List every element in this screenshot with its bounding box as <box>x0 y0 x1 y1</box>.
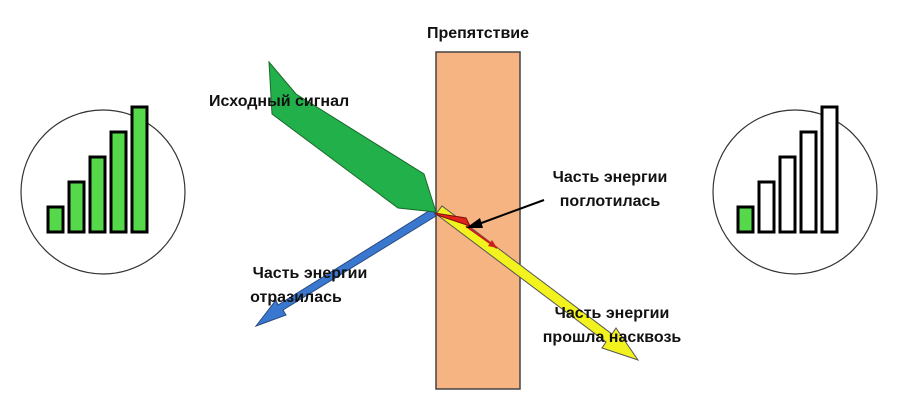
transmitted-label-line-2: прошла насквозь <box>543 329 682 346</box>
obstacle-label: Препятствие <box>427 25 529 42</box>
incoming-label: Исходный сигнал <box>209 93 349 110</box>
signal-before-bar <box>130 105 149 234</box>
signal-before-bar <box>109 130 128 234</box>
absorbed-trail-head <box>488 240 497 248</box>
signal-after-bar <box>736 205 755 234</box>
absorbed-pointer-head <box>466 218 483 228</box>
signal-after-bar <box>820 105 839 234</box>
signal-before-bar <box>88 155 107 234</box>
signal-before-bar <box>46 205 65 234</box>
signal-before-bar <box>67 180 86 234</box>
signal-after-bar <box>757 180 776 234</box>
reflected-arrow <box>254 208 437 328</box>
signal-bars-after <box>736 105 839 234</box>
reflected-label-line-1: Часть энергии <box>253 265 368 282</box>
absorbed-pointer-line <box>475 199 545 226</box>
absorbed-label-line-2: поглотилась <box>560 193 661 210</box>
reflected-label-line-2: отразилась <box>250 289 342 306</box>
signal-after-bar <box>778 155 797 234</box>
signal-after-bar <box>799 130 818 234</box>
transmitted-label-line-1: Часть энергии <box>555 305 670 322</box>
absorbed-arrow <box>427 211 471 227</box>
signal-bars-before <box>46 105 149 234</box>
absorbed-label-line-1: Часть энергии <box>553 169 668 186</box>
incoming-arrow <box>268 60 437 213</box>
